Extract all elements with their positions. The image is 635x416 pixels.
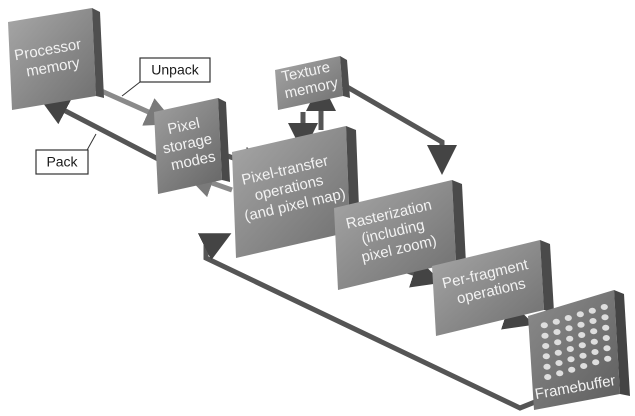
- framebuffer-pixel: [541, 332, 549, 339]
- framebuffer-pixel: [577, 321, 585, 328]
- per-fragment-box: Per-fragment operations: [432, 240, 554, 336]
- framebuffer-pixel: [565, 325, 573, 332]
- framebuffer-pixel: [604, 355, 612, 362]
- texture-to-raster-arrow: [340, 81, 457, 175]
- framebuffer-pixel: [602, 324, 610, 331]
- framebuffer-pixel: [601, 314, 609, 321]
- pack-arrow: [38, 97, 162, 163]
- framebuffer-pixel: [566, 335, 574, 342]
- unpack-callout: Unpack: [121, 57, 211, 97]
- pack-callout-box: [35, 149, 89, 175]
- framebuffer-pixel: [578, 342, 586, 349]
- pack-callout: Pack: [35, 133, 97, 175]
- framebuffer-pixel: [600, 304, 608, 310]
- framebuffer-pixel: [591, 349, 599, 355]
- framebuffer-pixel: [555, 360, 563, 366]
- framebuffer-pixel: [578, 332, 586, 338]
- framebuffer-pixel: [564, 315, 572, 321]
- unpack-leader-line: [121, 81, 141, 97]
- framebuffer-pixel: [543, 363, 551, 370]
- framebuffer-pixel: [568, 366, 576, 373]
- pack-leader-line: [85, 133, 97, 153]
- framebuffer-pixel-grid: [540, 304, 612, 380]
- svg-text:Rasterization (including: Rasterization (including pixel zoom): [344, 195, 445, 267]
- pixel-storage-modes-box: Pixel storage modes: [154, 98, 230, 194]
- framebuffer-pixel: [553, 329, 561, 335]
- framebuffer-pixel: [589, 318, 597, 324]
- rasterization-box: Rasterization (including pixel zoom): [334, 180, 466, 290]
- unpack-label: Unpack: [151, 62, 199, 78]
- texture-memory-box: Texture memory: [275, 56, 350, 110]
- framebuffer-pixel: [576, 311, 584, 318]
- framebuffer-pixel: [552, 318, 560, 325]
- framebuffer-pixel: [590, 338, 598, 345]
- pixel-storage-line-1: Pixel: [166, 115, 201, 138]
- framebuffer-pixel: [556, 370, 564, 377]
- framebuffer-pixel: [554, 339, 562, 346]
- framebuffer-pixel: [602, 335, 610, 341]
- framebuffer-pixel: [592, 359, 600, 366]
- pack-label: Pack: [46, 154, 78, 170]
- unpack-callout-box: [139, 57, 211, 83]
- framebuffer-pixel: [544, 374, 552, 380]
- framebuffer-readback-arrow: [197, 233, 561, 411]
- framebuffer-pixel: [542, 353, 550, 360]
- framebuffer-pixel: [588, 307, 596, 314]
- framebuffer-pixel: [542, 343, 550, 349]
- framebuffer-pixel: [590, 328, 598, 335]
- framebuffer-pixel: [566, 346, 574, 352]
- processor-memory-box: Processor memory: [8, 8, 104, 110]
- framebuffer-pixel: [554, 349, 562, 356]
- framebuffer-pixel: [567, 356, 575, 363]
- framebuffer-pixel: [540, 322, 548, 329]
- framebuffer-pixel: [579, 352, 587, 359]
- framebuffer-pixel: [580, 363, 588, 369]
- framebuffer-pixel: [603, 345, 611, 352]
- pixel-transfer-box: Pixel-transfer operations (and pixel map…: [232, 126, 360, 258]
